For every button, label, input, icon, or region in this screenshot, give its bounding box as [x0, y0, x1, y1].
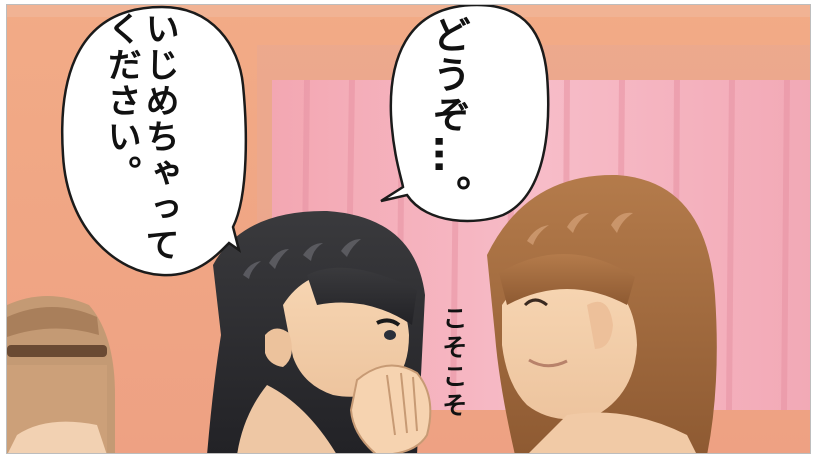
whispering-hands — [349, 364, 432, 453]
whisper-sound-effect: こそこそ — [439, 305, 468, 421]
hair-shine — [527, 212, 633, 245]
dark-haired-girl — [207, 210, 432, 453]
speech-bubble-left-text: いじめちゃって ください。 — [101, 11, 180, 263]
left-partial-figure — [7, 296, 115, 453]
manga-panel: いじめちゃって ください。 どうぞ…。 こそこそ — [6, 4, 811, 454]
speech-bubble-right-text: どうぞ…。 — [426, 15, 471, 215]
hair-shine — [243, 239, 361, 279]
panel-artwork — [7, 5, 810, 453]
speech-bubble-right — [380, 5, 550, 223]
ceiling-trim — [7, 5, 810, 17]
brown-haired-woman — [487, 174, 717, 453]
speech-bubble-left — [60, 5, 248, 277]
